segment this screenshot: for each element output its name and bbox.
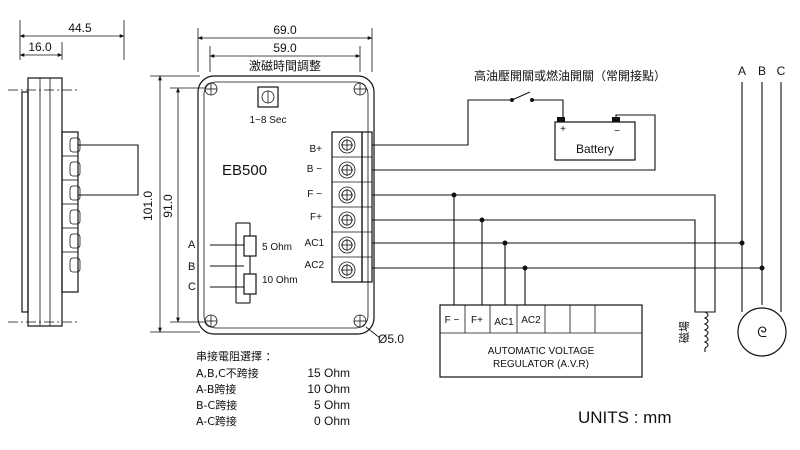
terminal-label: F+ [310,212,322,223]
table-row-label: A,B,C不跨接 [196,367,259,380]
terminal-label: AC2 [305,260,325,271]
resistor-selection-table: 串接電阻選擇 ： A,B,C不跨接 15 Ohm A-B跨接 10 Ohm B-… [196,349,350,428]
avr-terminal-label: AC2 [521,315,541,326]
time-adjust-knob [257,86,279,108]
abc-label: B [188,261,195,273]
terminal-label: AC1 [305,238,325,249]
abc-label: A [188,239,196,251]
series-resistor-network: A B C 5 Ohm 10 Ohm [188,222,298,304]
table-row-label: A-C跨接 [196,415,237,428]
table-row-value: 10 Ohm [307,382,350,396]
switch-icon [510,91,534,102]
ac-symbol-icon: ᘓ [757,324,767,340]
terminal-screw-icon [338,136,356,279]
table-row-label: A-B跨接 [196,383,236,396]
terminal-label: F − [307,189,322,200]
table-row-value: 5 Ohm [314,398,350,412]
units-label: UNITS : mm [578,408,672,427]
wiring: + − Battery [372,91,765,305]
dim-height-inner: 91.0 [161,194,175,218]
switch-label: 高油壓開關或燃油開關（常開接點） [474,68,666,83]
field-label: 磁場 [678,321,691,343]
dim-hole: Ø5.0 [378,332,404,346]
battery-label: Battery [576,142,614,156]
avr-unit: F − F+ AC1 AC2 AUTOMATIC VOLTAGE REGULAT… [439,304,643,378]
terminal-labels: B+ B − F − F+ AC1 AC2 [305,144,325,271]
avr-title-line1: AUTOMATIC VOLTAGE [488,346,595,357]
abc-label: C [188,281,196,293]
generator-icon [737,307,787,357]
knob-range: 1~8 Sec [250,115,287,126]
phase-label: C [777,64,786,78]
battery-plus: + [560,124,566,135]
resistor-label: 10 Ohm [262,275,298,286]
table-row-label: B-C跨接 [196,399,237,412]
side-terminal-tabs [62,137,81,273]
avr-terminal-label: AC1 [494,317,514,328]
dim-side-total: 44.5 [68,21,92,35]
module-front: 69.0 59.0 激磁時間調整 101.0 91.0 Ø5.0 [141,23,404,346]
phase-label: B [758,64,766,78]
avr-title-line2: REGULATOR (A.V.R) [493,359,589,370]
model-name: EB500 [222,162,267,179]
generator: A B C ᘓ 磁場 [678,64,787,357]
table-row-value: 15 Ohm [307,366,350,380]
avr-terminal-label: F − [445,315,460,326]
battery-minus: − [614,126,620,137]
terminal-block [331,131,373,283]
avr-terminal-label: F+ [471,315,483,326]
dim-height-outer: 101.0 [141,191,155,221]
dim-side-part: 16.0 [28,40,52,54]
dim-top-outer: 69.0 [273,23,297,37]
phase-label: A [738,64,746,78]
resistor-label: 5 Ohm [262,242,292,253]
battery-box [554,121,636,161]
side-view: 44.5 16.0 [8,20,139,327]
table-title: 串接電阻選擇 ： [196,349,277,363]
mount-hole-icon [204,82,367,328]
terminal-label: B+ [309,144,322,155]
junction-dots [451,192,765,271]
dim-top-inner: 59.0 [273,41,297,55]
terminal-label: B − [307,164,322,175]
field-coil-icon [694,305,716,352]
knob-title: 激磁時間調整 [249,58,321,73]
table-row-value: 0 Ohm [314,414,350,428]
